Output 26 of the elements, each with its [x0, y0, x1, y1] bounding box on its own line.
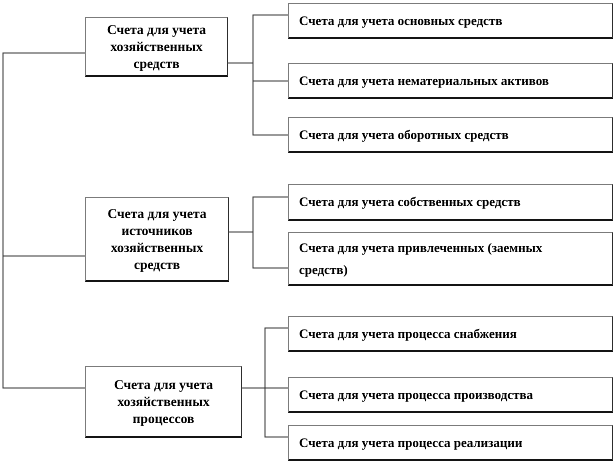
- account-label: Счета для учета собственных средств: [299, 193, 521, 211]
- account-label: Счета для учета нематериальных активов: [299, 72, 549, 90]
- account-box: [288, 117, 613, 153]
- account-box: [288, 316, 613, 352]
- connector-line: [242, 388, 288, 438]
- category-label: Счета для учета источников хозяйственных средств: [106, 205, 208, 273]
- category-box: [85, 366, 242, 438]
- account-label: Счета для учета процесса реализации: [299, 434, 522, 452]
- account-box: [288, 425, 613, 461]
- account-label: Счета для учета процесса производства: [299, 386, 533, 404]
- category-box: [85, 17, 228, 77]
- account-label: Счета для учета процесса снабжения: [299, 324, 517, 343]
- account-label: Счета для учета оборотных средств: [299, 126, 509, 144]
- account-box: [288, 232, 613, 286]
- connector-line: [228, 232, 288, 268]
- category-box: [85, 197, 229, 282]
- connector-line: [228, 62, 288, 136]
- account-box: [288, 63, 613, 99]
- category-label: Счета для учета хозяйственных процессов: [112, 376, 214, 427]
- connector-line: [2, 52, 86, 388]
- account-label: Счета для учета привлеченных (заемных средств): [299, 238, 544, 279]
- account-box: [288, 377, 613, 413]
- account-box: [288, 184, 613, 221]
- category-label: Счета для учета хозяйственных средств: [106, 21, 208, 72]
- account-box: [288, 3, 613, 39]
- account-label: Счета для учета основных средств: [299, 12, 502, 30]
